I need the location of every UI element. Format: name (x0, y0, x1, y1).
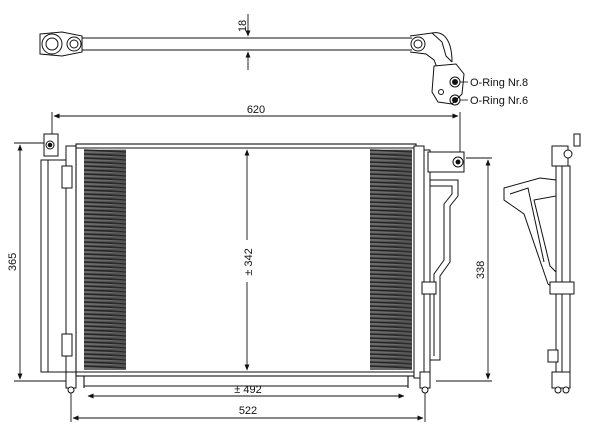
overall-width-label: 620 (247, 104, 265, 116)
left-fin-band (83, 149, 127, 370)
oring-leaders (460, 81, 468, 101)
overall-height-label: 365 (7, 253, 19, 271)
overall-height-dimension (14, 142, 72, 382)
top-pipe-view (39, 31, 465, 106)
bracket-width-label: 522 (239, 405, 257, 417)
pipe-diameter-label: 18 (237, 20, 249, 32)
left-header-tank (40, 133, 77, 394)
right-fin-band (369, 149, 413, 370)
core-height-label: ± 342 (243, 248, 255, 275)
pipe-diameter-dimension (236, 14, 262, 70)
side-height-dimension (436, 157, 492, 382)
condenser-core (75, 143, 417, 388)
bracket-width-dimension (70, 393, 426, 422)
oring-nr6-label: O-Ring Nr.6 (470, 95, 528, 107)
right-header-tank (413, 145, 465, 394)
side-view (503, 133, 581, 394)
core-width-label: ± 492 (234, 384, 261, 396)
oring-nr8-label: O-Ring Nr.8 (470, 77, 528, 89)
side-height-label: 338 (475, 261, 487, 279)
